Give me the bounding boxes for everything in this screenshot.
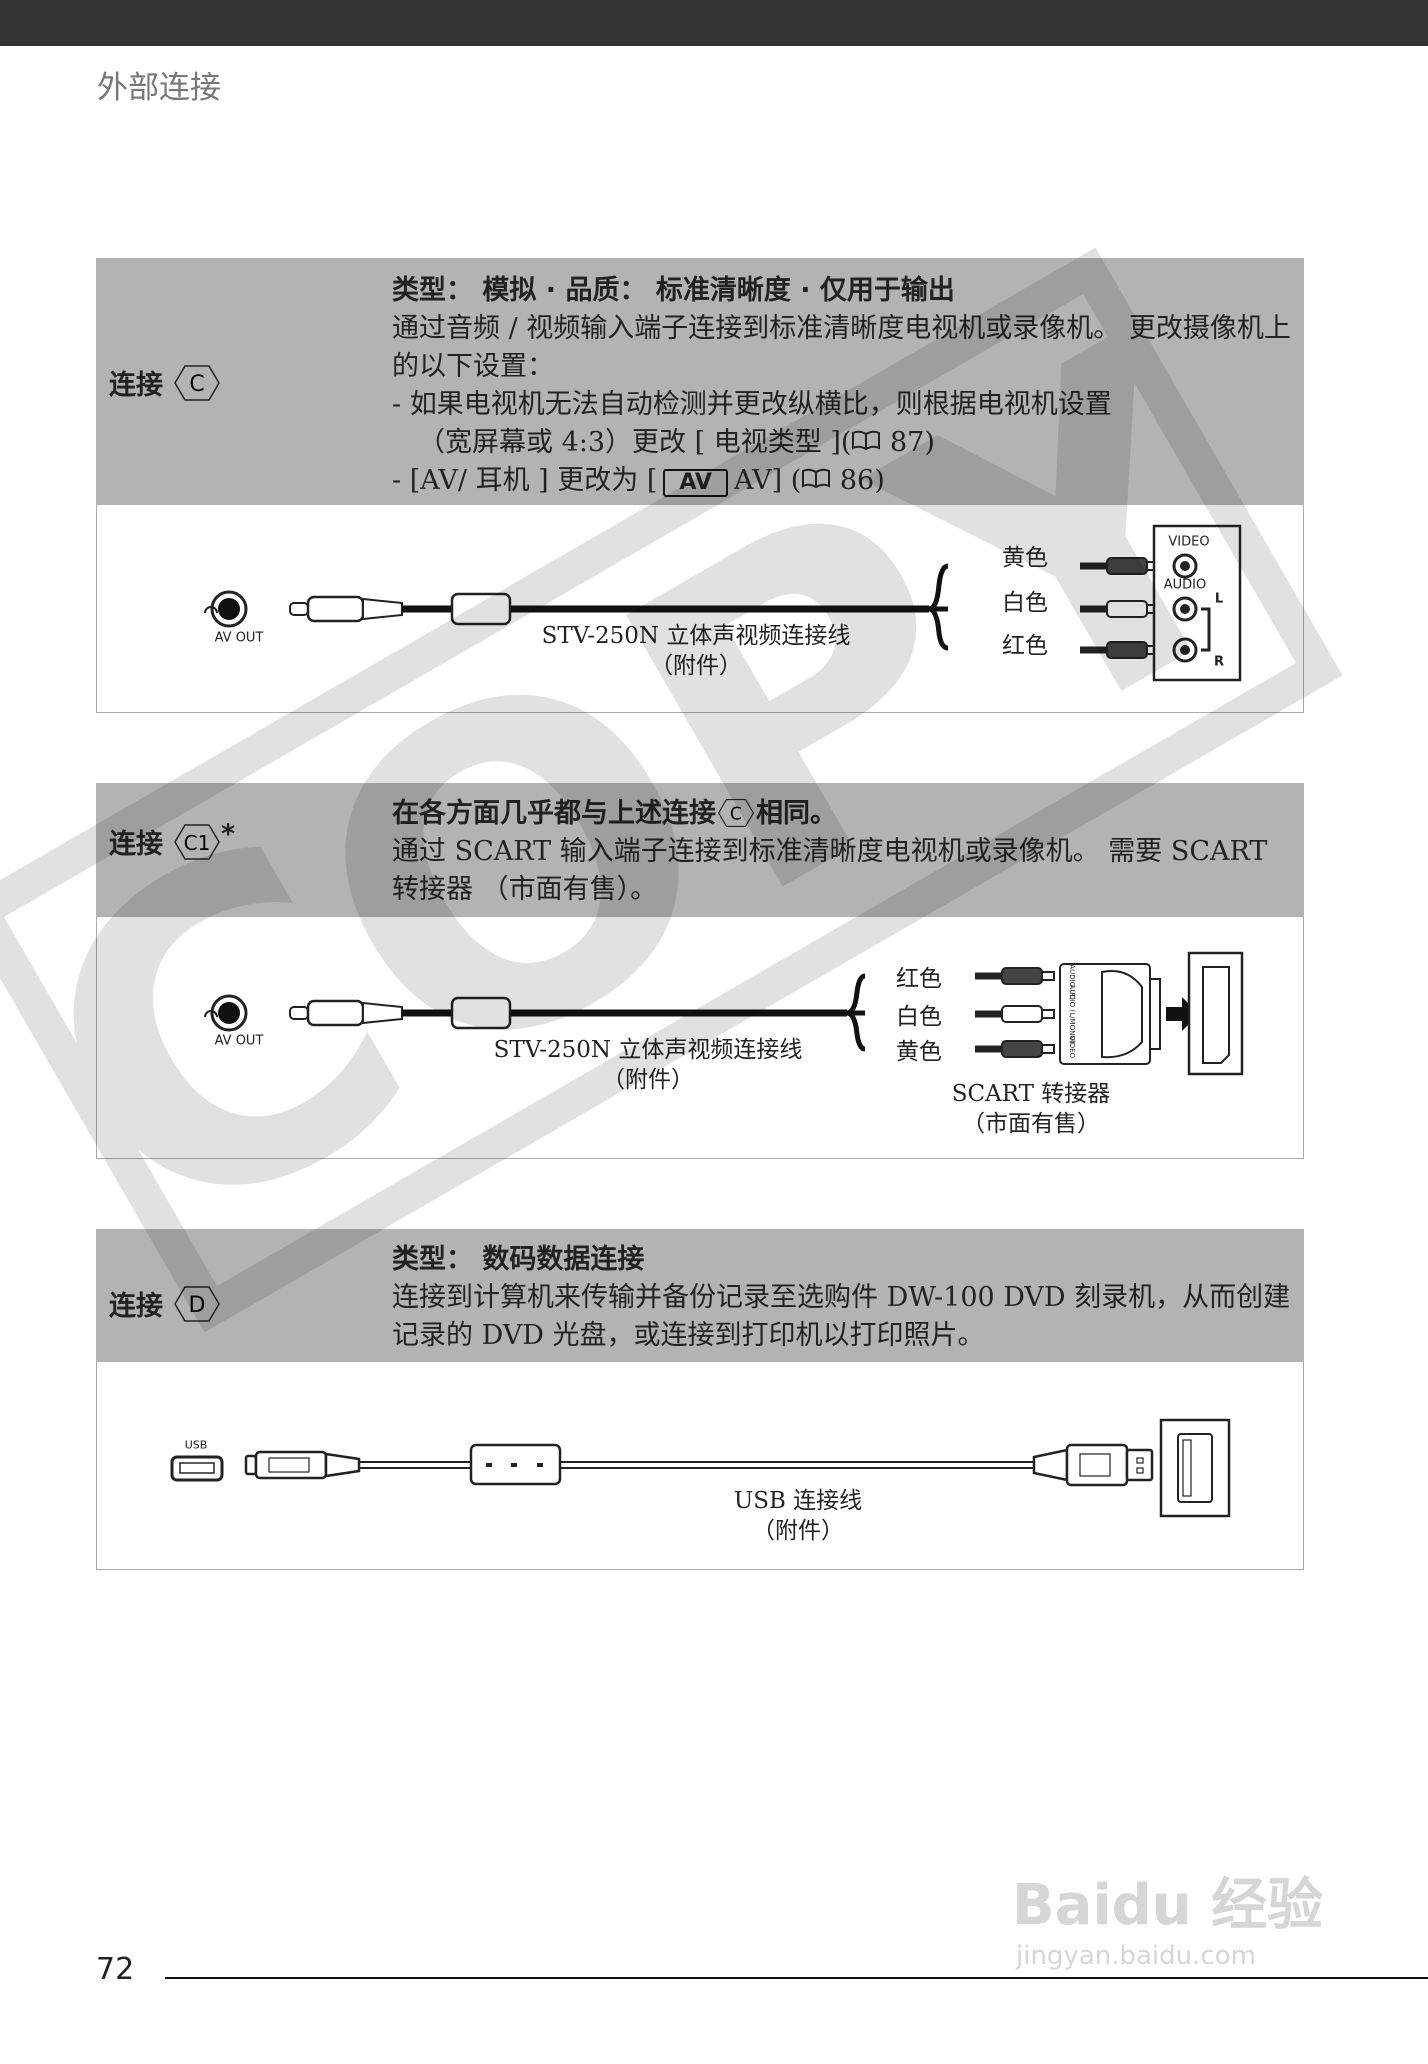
connection-label: 连接 bbox=[109, 370, 163, 401]
av-cable-diagram bbox=[204, 524, 1242, 682]
footnote-asterisk: * bbox=[221, 819, 236, 850]
color-label: 黄色 bbox=[1002, 545, 1048, 571]
page-number: 72 bbox=[96, 1952, 135, 1987]
connection-badge: D bbox=[173, 1285, 221, 1323]
connection-badge: C1 bbox=[173, 823, 221, 861]
av-icon: AV bbox=[663, 469, 728, 497]
footer-rule bbox=[165, 1977, 1428, 1979]
section-d-heading: 连接 D bbox=[109, 1284, 221, 1323]
stereo-plug bbox=[289, 595, 403, 623]
av-out-jack bbox=[204, 590, 248, 628]
audio-label: AUDIO bbox=[1163, 577, 1207, 593]
usb-a-port bbox=[1159, 1418, 1231, 1518]
section-d-diagram: USB USB 连接线 （附件） bbox=[96, 1362, 1304, 1570]
page-ref: 87) bbox=[889, 427, 935, 458]
ferrite-core bbox=[450, 996, 512, 1030]
adapter-label: SCART 转接器 bbox=[951, 1081, 1111, 1107]
section-c-title: 类型： 模拟 · 品质： 标准清晰度 · 仅用于输出 bbox=[392, 275, 955, 306]
baidu-logo-text: Baidu 经验 bbox=[1012, 1873, 1324, 1938]
svg-text:D: D bbox=[189, 1293, 206, 1318]
mini-usb-plug bbox=[244, 1450, 361, 1480]
svg-text:C1: C1 bbox=[184, 831, 211, 855]
tv-scart-port bbox=[1187, 951, 1244, 1076]
cable-note: （附件） bbox=[752, 1518, 844, 1544]
video-label: VIDEO bbox=[1168, 534, 1210, 550]
right-label: R bbox=[1213, 654, 1225, 670]
color-label: 黄色 bbox=[896, 1039, 942, 1065]
section-c1-heading: 连接 C1 * bbox=[109, 819, 236, 861]
section-c1-title: 在各方面几乎都与上述连接 C 相同。 bbox=[392, 795, 1294, 833]
title-text: 在各方面几乎都与上述连接 bbox=[392, 798, 716, 829]
bullet-aspect: - 如果电视机无法自动检测并更改纵横比，则根据电视机设置 bbox=[392, 389, 1112, 420]
color-label: 红色 bbox=[1002, 633, 1048, 659]
cable-label: STV-250N 立体声视频连接线 bbox=[541, 623, 851, 649]
chapter-title: 外部连接 bbox=[97, 70, 221, 106]
page-ref: 86) bbox=[839, 465, 885, 496]
top-bar bbox=[0, 0, 1428, 46]
section-c-body: 通过音频 / 视频输入端子连接到标准清晰度电视机或录像机。 更改摄像机上的以下设… bbox=[392, 313, 1291, 382]
connection-c-badge: C bbox=[717, 798, 755, 828]
title-text: 相同。 bbox=[756, 798, 837, 829]
left-label: L bbox=[1214, 591, 1224, 607]
usb-a-plug bbox=[1032, 1443, 1154, 1487]
color-label: 白色 bbox=[1002, 590, 1048, 616]
svg-text:C: C bbox=[730, 804, 742, 824]
book-icon bbox=[801, 465, 831, 496]
cable-label: STV-250N 立体声视频连接线 bbox=[493, 1037, 803, 1063]
connection-label: 连接 bbox=[109, 1291, 163, 1322]
book-icon bbox=[851, 427, 881, 458]
bullet-aspect-cont: （宽屏幕或 4:3）更改 [ 电视类型 ]( 87) bbox=[392, 424, 1294, 462]
baidu-watermark: Baidu 经验 jingyan.baidu.com bbox=[1012, 1860, 1323, 1971]
port-label: USB bbox=[184, 1438, 208, 1452]
section-c1-body: 通过 SCART 输入端子连接到标准清晰度电视机或录像机。 需要 SCART 转… bbox=[392, 836, 1268, 905]
bullet-text: - [AV/ 耳机 ] 更改为 [ bbox=[392, 465, 658, 496]
adapter-note: （市面有售） bbox=[962, 1111, 1100, 1137]
cable-note: （附件） bbox=[602, 1067, 694, 1093]
ferrite-core bbox=[450, 592, 512, 626]
mini-usb-port bbox=[170, 1455, 224, 1482]
section-c1-description: 连接 C1 * 在各方面几乎都与上述连接 C 相同。 通过 SCART 输入端子连接… bbox=[96, 783, 1304, 917]
svg-text:C: C bbox=[189, 372, 204, 397]
section-c1-diagram: AV OUT STV-250N 立体声视频连接线 （附件） 红色 白色 黄色 A… bbox=[96, 917, 1304, 1159]
cable-note: （附件） bbox=[650, 653, 742, 679]
ferrite-core bbox=[469, 1443, 562, 1486]
cable-label: USB 连接线 bbox=[733, 1488, 863, 1514]
section-d-description: 连接 D 类型： 数码数据连接 连接到计算机来传输并备份记录至选购件 DW-10… bbox=[96, 1229, 1304, 1362]
bullet-text: （宽屏幕或 4:3）更改 [ 电视类型 ]( bbox=[418, 427, 852, 458]
bullet-text: AV] ( bbox=[733, 465, 802, 496]
usb-diagram bbox=[170, 1418, 1231, 1518]
rca-plugs bbox=[975, 967, 1055, 1058]
port-label: AV OUT bbox=[214, 1033, 264, 1049]
port-label: AV OUT bbox=[214, 630, 264, 646]
color-label: 红色 bbox=[896, 966, 942, 992]
connection-label: 连接 bbox=[109, 829, 163, 860]
color-label: 白色 bbox=[896, 1004, 942, 1030]
section-c-heading: 连接 C bbox=[109, 363, 221, 402]
av-out-jack bbox=[204, 994, 248, 1032]
stereo-plug bbox=[289, 999, 403, 1027]
connection-badge: C bbox=[173, 364, 221, 402]
section-c-description: 连接 C 类型： 模拟 · 品质： 标准清晰度 · 仅用于输出 通过音频 / 视… bbox=[96, 258, 1304, 505]
section-d-title: 类型： 数码数据连接 bbox=[392, 1244, 645, 1275]
adapter-audio-l: AUDIO (L/MONO) bbox=[1068, 984, 1076, 1044]
section-c-diagram: AV OUT STV-250N 立体声视频连接线 （附件） 黄色 白色 红色 V… bbox=[96, 505, 1304, 713]
baidu-url: jingyan.baidu.com bbox=[1016, 1941, 1256, 1971]
section-d-body: 连接到计算机来传输并备份记录至选购件 DW-100 DVD 刻录机，从而创建记录… bbox=[392, 1282, 1291, 1351]
rca-plugs bbox=[1080, 557, 1160, 659]
adapter-video: VIDEO bbox=[1068, 1035, 1076, 1059]
